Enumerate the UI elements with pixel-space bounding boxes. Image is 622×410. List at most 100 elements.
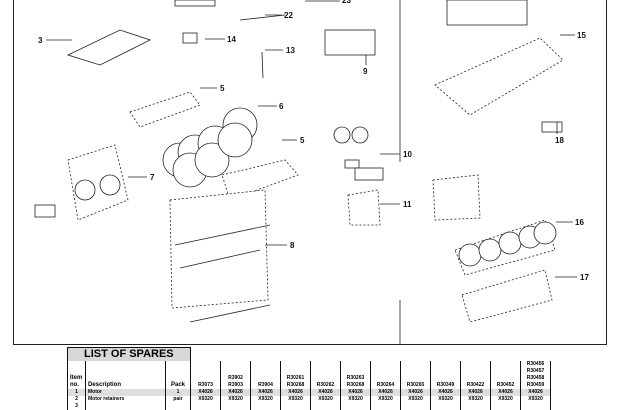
part-code: X9320 [490, 396, 521, 403]
part-code [340, 403, 371, 410]
header-column: R3904 [250, 361, 281, 389]
part-7 [67, 144, 129, 221]
part-8 [169, 189, 269, 309]
header-column: R30452 [490, 361, 521, 389]
item-no: 1 [67, 389, 86, 396]
header-column: R30262 [310, 361, 341, 389]
part-16-wheels [458, 221, 557, 267]
header-column: R30349 [430, 361, 461, 389]
part-code: X9320 [250, 396, 281, 403]
header-description: Description [85, 361, 166, 389]
part-5a [129, 91, 201, 128]
callout-18: 18 [555, 136, 564, 145]
part-11a [347, 189, 381, 226]
callout-16: 16 [575, 218, 584, 227]
callout-13: 13 [286, 46, 295, 55]
part-drawbar [189, 304, 271, 323]
callout-8: 8 [290, 241, 295, 250]
callout-10: 10 [403, 150, 412, 159]
item-no: 3 [67, 403, 86, 410]
part-code [250, 403, 281, 410]
part-code [520, 403, 551, 410]
header-column: R30264 [370, 361, 401, 389]
part-code: X4026 [370, 389, 401, 396]
part-code: X4026 [460, 389, 491, 396]
callout-7: 7 [150, 173, 155, 182]
callout-17: 17 [580, 273, 589, 282]
part-5b [221, 159, 299, 201]
item-no: 2 [67, 396, 86, 403]
header-column: R30456 R30457 R30458 R30459 [520, 361, 551, 389]
part-code [460, 403, 491, 410]
callout-14: 14 [227, 35, 236, 44]
part-code: X4026 [280, 389, 311, 396]
part-code: X9320 [400, 396, 431, 403]
part-code: X4026 [340, 389, 371, 396]
part-code: X9320 [460, 396, 491, 403]
part-code [190, 403, 221, 410]
callout-5: 5 [220, 84, 225, 93]
part-bogie [34, 204, 56, 218]
callout-22: 22 [284, 11, 293, 20]
description: Motor [85, 389, 166, 396]
spares-table: LIST OF SPARES Item no. Description Pack… [67, 347, 551, 410]
spares-title: LIST OF SPARES [67, 347, 191, 361]
part-code: X9320 [430, 396, 461, 403]
part-code [220, 403, 251, 410]
part-3 [66, 29, 152, 66]
part-17 [461, 269, 553, 323]
header-column: R30422 [460, 361, 491, 389]
callout-23: 23 [342, 0, 351, 5]
part-code: X9320 [280, 396, 311, 403]
part-14 [182, 32, 198, 44]
part-plate [344, 159, 360, 169]
part-code: X4026 [220, 389, 251, 396]
header-column: R30265 [400, 361, 431, 389]
part-22 [239, 14, 286, 21]
description [85, 403, 166, 410]
table-row: 3 [67, 403, 551, 410]
part-code: X4026 [490, 389, 521, 396]
part-code: X4026 [310, 389, 341, 396]
callout-3: 3 [38, 36, 43, 45]
header-pack: Pack [165, 361, 191, 389]
header-column: R3902 R3903 [220, 361, 251, 389]
header-column: R3073 [190, 361, 221, 389]
part-code [490, 403, 521, 410]
part-code [370, 403, 401, 410]
part-9 [324, 29, 376, 56]
callout-15: 15 [577, 31, 586, 40]
part-code [400, 403, 431, 410]
part-6-wheels [162, 107, 258, 188]
header-column: R30261 R30268 [280, 361, 311, 389]
part-11b [432, 174, 481, 221]
part-code: X4026 [430, 389, 461, 396]
pack [165, 403, 191, 410]
callout-11: 11 [403, 200, 412, 209]
part-code: X9320 [520, 396, 551, 403]
header-item: Item no. [67, 361, 86, 389]
part-code: X9320 [370, 396, 401, 403]
header-column: R30263 R30268 [340, 361, 371, 389]
part-wheelset [333, 126, 351, 144]
part-code: X9320 [340, 396, 371, 403]
callout-5b: 5 [300, 136, 305, 145]
part-code: X4026 [520, 389, 551, 396]
description: Motor retainers [85, 396, 166, 403]
part-code: X4026 [400, 389, 431, 396]
part-code: X9320 [190, 396, 221, 403]
part-body [174, 0, 216, 7]
part-10a [354, 167, 384, 181]
part-code: X4026 [190, 389, 221, 396]
pack: pair [165, 396, 191, 403]
part-code [310, 403, 341, 410]
part-13 [261, 51, 264, 79]
part-code: X4026 [250, 389, 281, 396]
part-18 [541, 121, 563, 133]
part-code: X9320 [220, 396, 251, 403]
part-code [280, 403, 311, 410]
diagram-frame [13, 0, 607, 345]
exploded-parts-diagram [34, 0, 577, 345]
part-body-shell [446, 0, 528, 26]
